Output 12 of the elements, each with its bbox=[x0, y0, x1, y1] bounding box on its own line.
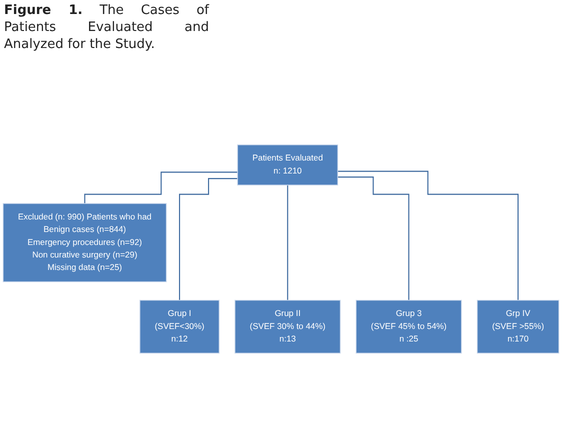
process-box: Grup 3 (SVEF 45% to 54%) n :25 bbox=[356, 300, 462, 354]
process-box: Grup II (SVEF 30% to 44%) n:13 bbox=[234, 300, 341, 354]
connector-line bbox=[338, 170, 519, 301]
connector-line bbox=[287, 184, 288, 301]
process-box: Grup I (SVEF<30%) n:12 bbox=[140, 300, 220, 354]
process-box: Patients Evaluated n: 1210 bbox=[237, 144, 338, 186]
connector-line bbox=[179, 178, 238, 301]
figure-caption: Figure 1. The Cases of Patients Evaluated and Analyzed for the Study. bbox=[4, 2, 209, 53]
process-box: Excluded (n: 990) Patients who had Benign cases (n=844) Emergency procedures (n=92) Non curative surgery (n=29) Missing data (n=25) bbox=[2, 203, 167, 282]
process-box: Grp IV (SVEF >55%) n:170 bbox=[476, 300, 560, 354]
connector-line bbox=[84, 172, 238, 204]
connector-line bbox=[338, 176, 410, 301]
